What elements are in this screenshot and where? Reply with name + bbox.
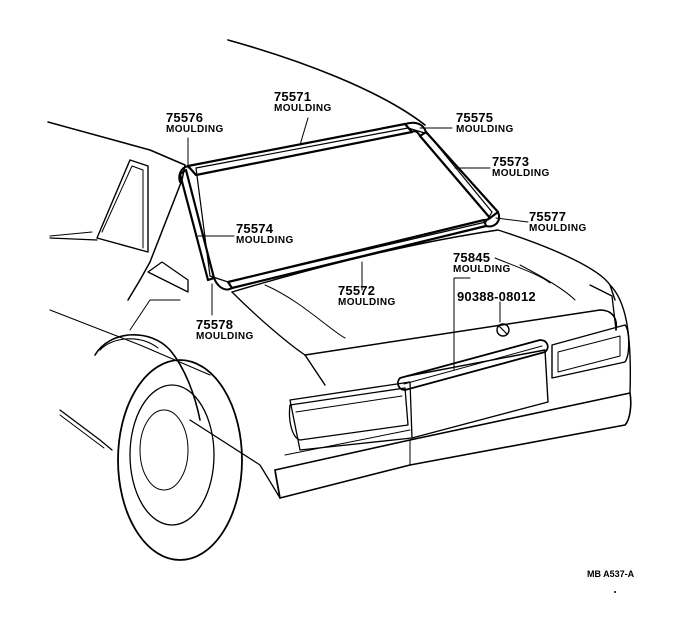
callout-75574: 75574 MOULDING: [236, 222, 294, 246]
quarter-window: [147, 261, 189, 293]
rear-window-glass: [195, 127, 493, 283]
leader-75571: [299, 117, 309, 146]
moulding-top-right-corner: [404, 121, 427, 137]
moulding-left: [178, 168, 216, 282]
rear-deck: [231, 229, 616, 301]
callout-75578: 75578 MOULDING: [196, 318, 254, 342]
rear-side-window: [96, 159, 149, 253]
part-name: MOULDING: [453, 264, 511, 275]
part-number: 75575: [456, 110, 494, 125]
moulding-top-left-corner: [178, 165, 189, 183]
moulding-bottom-left-corner: [213, 277, 233, 291]
callout-75571: 75571 MOULDING: [274, 90, 332, 114]
part-number: 75845: [453, 250, 491, 265]
c-pillar: [47, 121, 186, 301]
rear-tire: [117, 359, 243, 561]
scan-dot: [614, 591, 616, 593]
wheel-arch: [94, 334, 201, 421]
callout-75577: 75577 MOULDING: [529, 210, 587, 234]
part-name: MOULDING: [236, 235, 294, 246]
part-number: 90388-08012: [457, 289, 536, 304]
part-name: MOULDING: [492, 168, 550, 179]
tail-light-left: [288, 387, 409, 441]
roof-line: [227, 39, 426, 126]
part-name: MOULDING: [274, 103, 332, 114]
part-name: MOULDING: [529, 223, 587, 234]
callout-75573: 75573 MOULDING: [492, 155, 550, 179]
leader-75577: [495, 217, 529, 223]
callout-75845: 75845 MOULDING: [453, 251, 511, 275]
part-name: MOULDING: [196, 331, 254, 342]
part-number: 75573: [492, 154, 530, 169]
rear-panel: [289, 381, 413, 451]
part-number: 75576: [166, 110, 204, 125]
moulding-bottom-right-corner: [483, 211, 500, 228]
license-plate-area: [407, 349, 549, 439]
tail-light-right: [551, 324, 630, 379]
callout-75575: 75575 MOULDING: [456, 111, 514, 135]
leader-75845: [453, 277, 471, 371]
callout-75576: 75576 MOULDING: [166, 111, 224, 135]
screw-90388: [496, 323, 510, 337]
figure-reference: MB A537-A: [587, 569, 635, 579]
part-number: 75572: [338, 283, 376, 298]
part-name: MOULDING: [166, 124, 224, 135]
part-name: MOULDING: [338, 297, 396, 308]
trunk-lid: [304, 309, 618, 356]
moulding-right: [418, 130, 500, 220]
callout-90388-08012: 90388-08012: [457, 290, 536, 303]
part-name: MOULDING: [456, 124, 514, 135]
part-number: 75571: [274, 89, 312, 104]
part-number: 75577: [529, 209, 567, 224]
part-number: 75574: [236, 221, 274, 236]
part-number: 75578: [196, 317, 234, 332]
rear-bumper: [274, 392, 632, 499]
callout-75572: 75572 MOULDING: [338, 284, 396, 308]
rear-wheel-rim: [129, 384, 215, 526]
